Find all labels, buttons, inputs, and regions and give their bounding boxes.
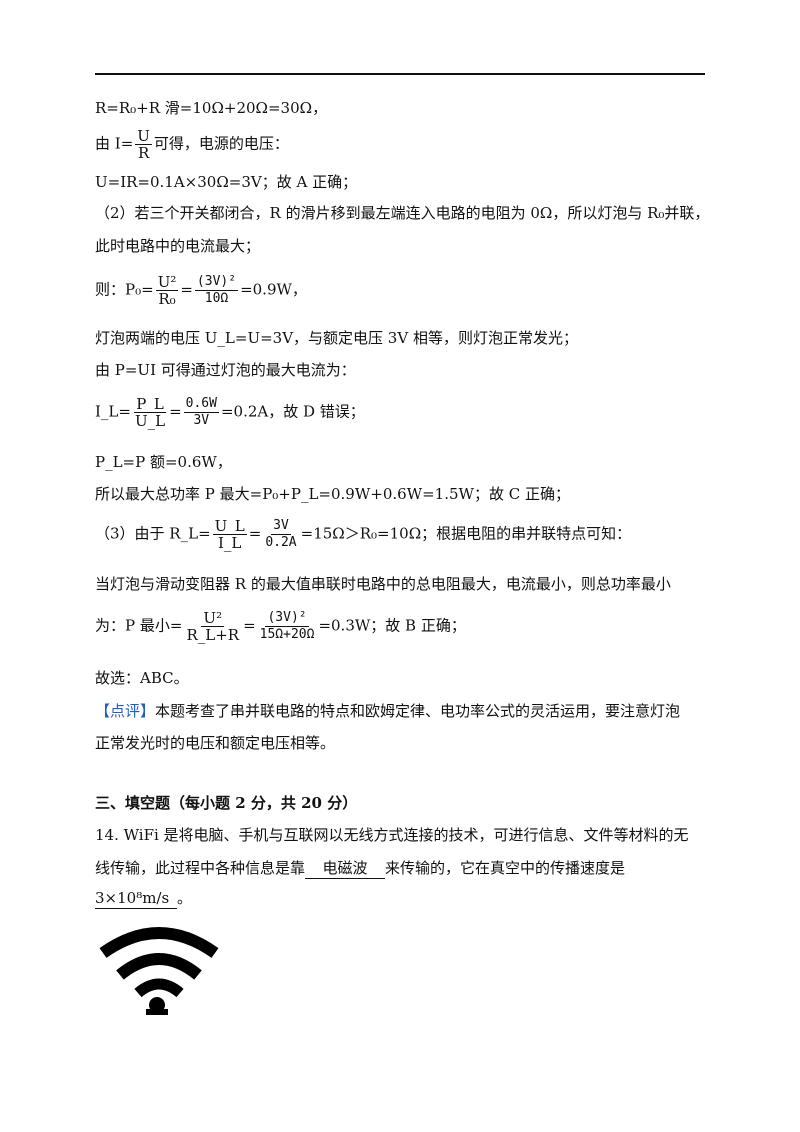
wifi-icon [98, 925, 220, 1015]
comment-tag: 【点评】 [95, 702, 156, 720]
line-max-total-power: 所以最大总功率 P 最大=P₀+P_L=0.9W+0.6W=1.5W；故 C 正… [95, 485, 570, 503]
question-14-line-2: 线传输，此过程中各种信息是靠电磁波来传输的，它在真空中的传播速度是 [95, 858, 626, 879]
header-rule [95, 73, 705, 75]
answer-line: 故选：ABC。 [95, 669, 189, 687]
answer-blank-2: 3×10⁸m/s [95, 888, 177, 909]
line-lamp-voltage: 灯泡两端的电压 U_L=U=3V，与额定电压 3V 相等，则灯泡正常发光； [95, 329, 578, 347]
line-pl-rated: P_L=P 额=0.6W， [95, 453, 232, 471]
line-series-max: 当灯泡与滑动变阻器 R 的最大值串联时电路中的总电阻最大，电流最小，则总功率最小 [95, 575, 671, 593]
comment-line-2: 正常发光时的电压和额定电压相等。 [95, 734, 336, 752]
section-heading: 三、填空题（每小题 2 分，共 20 分） [95, 794, 358, 812]
question-14-line-1: 14. WiFi 是将电脑、手机与互联网以无线方式连接的技术，可进行信息、文件等… [95, 826, 689, 844]
line-max-current: 此时电路中的电流最大； [95, 237, 261, 255]
comment-line-1: 【点评】本题考查了串并联电路的特点和欧姆定律、电功率公式的灵活运用，要注意灯泡 [95, 702, 681, 720]
line-part2-intro: （2）若三个开关都闭合，R 的滑片移到最左端连入电路的电阻为 0Ω，所以灯泡与 … [95, 204, 710, 222]
line-total-resistance: R=R₀+R 滑=10Ω+20Ω=30Ω， [95, 99, 328, 117]
question-14-line-3: 3×10⁸m/s。 [95, 888, 193, 909]
answer-blank-1: 电磁波 [305, 858, 386, 879]
line-max-current-intro: 由 P=UI 可得通过灯泡的最大电流为： [95, 361, 356, 379]
line-source-voltage: U=IR=0.1A×30Ω=3V；故 A 正确； [95, 173, 358, 191]
